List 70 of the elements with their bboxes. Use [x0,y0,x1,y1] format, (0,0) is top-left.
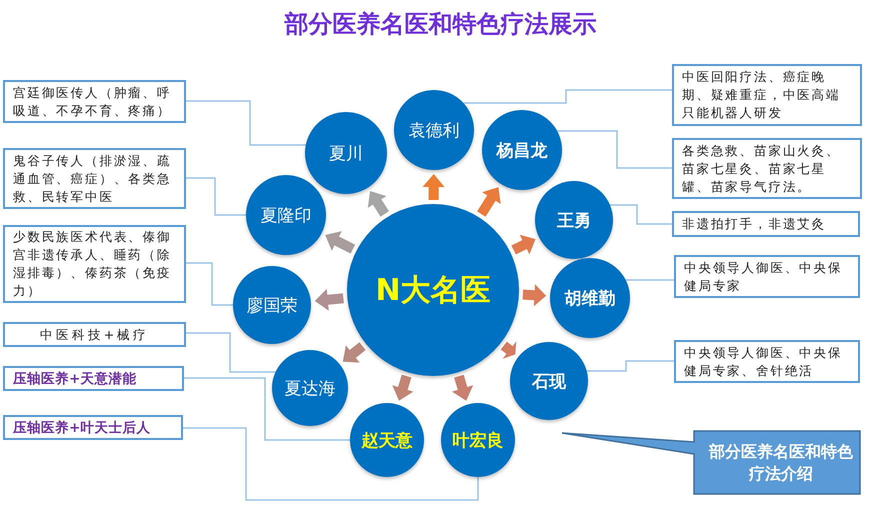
doctor-name: 廖国荣 [246,294,298,316]
doctor-name: 叶宏良 [452,430,504,452]
doctor-name: 杨昌龙 [496,140,548,162]
leader-line [557,130,672,169]
leader-line [186,177,246,216]
description-box [3,366,184,391]
description-box [674,340,860,383]
description-box [3,80,186,123]
doctor-circle [482,110,562,190]
block-arrow [422,174,445,200]
description-text: 中医科技+械疗 [40,326,150,344]
doctor-name: 石现 [532,370,566,392]
doctor-name: 王勇 [557,210,591,232]
doctor-circle [305,112,387,194]
description-box [672,138,862,199]
block-arrow [452,374,474,401]
description-text: 压轴医养+天意潜能 [13,370,136,388]
description-text: 少数民族医术代表、傣御宫非遗传承人、睡药（除湿排毒）、傣药茶（免疫力） [13,228,172,300]
description-box [672,64,862,126]
leader-line [626,279,674,281]
leader-line [464,89,672,104]
doctor-circle [272,350,348,426]
doctor-circle [350,403,424,477]
doctor-circle [394,90,474,170]
leader-line [183,427,479,501]
leader-line [186,262,233,306]
description-text: 各类急救、苗家山火灸、苗家七星灸、苗家七星罐、苗家导气疗法。 [682,142,842,196]
description-text: 中医回阳疗法、癌症晚期、疑难重症，中医高端只能机器人研发 [682,68,842,122]
doctor-name: 夏隆印 [260,204,312,226]
doctor-name: 袁德利 [408,120,460,142]
block-arrow [342,342,366,363]
description-text: 中央领导人御医、中央保健局专家、舍针绝活 [684,344,844,380]
description-text: 中央领导人御医、中央保健局专家 [684,258,844,294]
block-arrow [522,284,546,306]
description-text: 压轴医养+叶天士后人 [13,418,150,436]
doctor-circle [510,342,588,420]
block-arrow [392,374,414,401]
block-arrow [314,288,344,311]
doctor-name: 夏川 [329,142,363,164]
leader-line [586,360,674,372]
doctor-name: 夏达海 [284,378,336,400]
block-arrow [511,234,536,254]
leader-line [186,332,276,373]
callout-text: 部分医养名医和特色疗法介绍 [708,441,854,485]
doctor-circle [550,258,630,338]
block-arrow [325,231,356,254]
doctor-circle [246,175,326,255]
leader-line [186,100,306,146]
description-text: 鬼谷子传人（排淤湿、疏通血管、癌症）、各类急救、民转军中医 [13,152,172,206]
doctor-circle [535,181,613,259]
description-box [3,322,186,347]
description-box [674,255,860,298]
description-box [3,148,186,209]
description-text: 宫廷御医传人（肿瘤、呼吸道、不孕不育、疼痛） [13,84,172,120]
diagram-title: 部分医养名医和特色疗法展示 [283,9,598,40]
doctor-name: 胡维勤 [564,288,616,310]
block-arrow [477,187,501,217]
doctor-name: 赵天意 [362,430,412,452]
block-arrow [368,191,389,217]
doctor-circle [233,266,311,344]
block-arrow [500,341,516,359]
description-text: 非遗拍打手，非遗艾灸 [682,215,826,233]
leader-line [184,377,350,441]
callout-shape [560,430,862,496]
doctor-circle [441,403,515,477]
leader-line [610,204,672,225]
description-box [672,211,860,237]
center-title: N大名医 [375,272,491,310]
description-box [3,225,186,303]
description-box [3,415,183,440]
